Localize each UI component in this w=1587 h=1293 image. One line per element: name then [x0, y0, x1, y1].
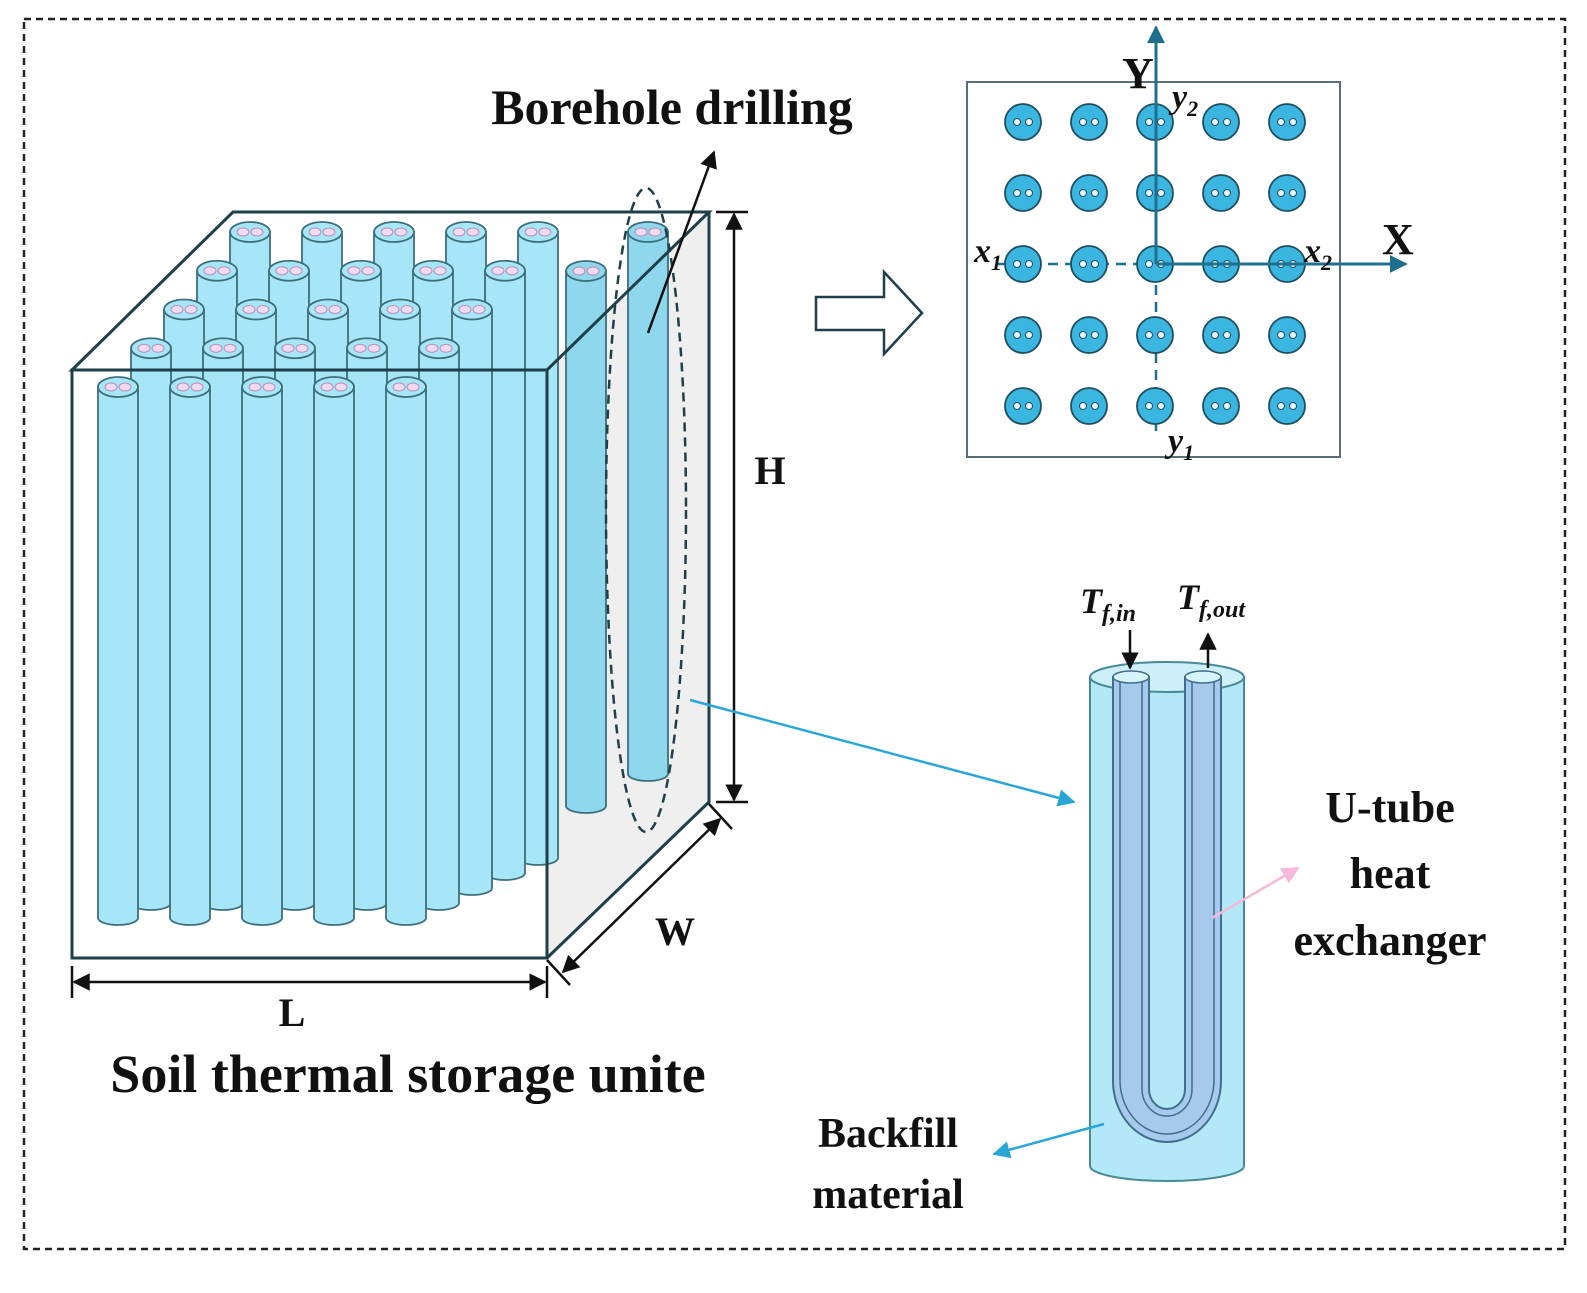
plan-borehole	[1004, 316, 1042, 354]
plan-borehole	[1268, 387, 1306, 425]
y1-label: y1	[1164, 423, 1194, 465]
backfill-pointer-arrow	[992, 1122, 1105, 1159]
borehole-pipe	[451, 298, 493, 896]
plan-borehole	[1004, 103, 1042, 141]
dimension-W: W	[546, 803, 733, 986]
plan-borehole	[1202, 387, 1240, 425]
plan-borehole	[1004, 174, 1042, 212]
x2-label: x2	[1303, 233, 1332, 275]
soil-block	[68, 186, 713, 960]
borehole-pipe	[346, 337, 388, 911]
plan-view: X Y x1 x2 y1 y2	[966, 25, 1414, 465]
plan-borehole	[1070, 316, 1108, 354]
borehole-pointer-arrow	[646, 150, 717, 334]
plan-borehole	[1070, 245, 1108, 283]
dim-H-label: H	[754, 448, 785, 493]
plan-borehole	[1070, 387, 1108, 425]
plan-borehole	[1202, 174, 1240, 212]
plan-borehole	[1004, 387, 1042, 425]
borehole-pipe	[627, 221, 669, 782]
borehole-pipe	[313, 376, 355, 926]
plan-view-arrow	[814, 268, 924, 358]
utube-inlet-opening	[1112, 670, 1150, 684]
dim-W-label: W	[655, 909, 695, 954]
outlet-temp-label: Tf,out	[1177, 577, 1246, 623]
dimension-L: L	[70, 966, 549, 1035]
utube-label-line1: U-tube	[1325, 783, 1455, 832]
utube-inner-core	[1141, 682, 1193, 1117]
borehole-drilling-label: Borehole drilling	[491, 79, 853, 135]
inlet-temp-label: Tf,in	[1080, 581, 1136, 627]
plan-borehole	[1202, 103, 1240, 141]
borehole-pipe	[565, 260, 607, 814]
borehole-pipes	[97, 221, 669, 926]
y-axis-label: Y	[1122, 49, 1154, 98]
x1-label: x1	[973, 233, 1002, 275]
plan-borehole	[1202, 316, 1240, 354]
dim-L-label: L	[279, 990, 306, 1035]
borehole-pipe	[385, 376, 427, 926]
utube-pipe	[1112, 676, 1222, 1143]
plan-borehole	[1136, 387, 1174, 425]
backfill-label-line1: Backfill	[818, 1111, 958, 1157]
highlight-ellipse	[604, 186, 688, 834]
dimension-H: H	[716, 210, 786, 804]
plan-borehole	[1268, 174, 1306, 212]
y2-label: y2	[1168, 79, 1198, 121]
outer-frame	[22, 17, 1567, 1251]
utube-pointer-arrow	[1211, 866, 1300, 920]
borehole-pipe	[169, 376, 211, 926]
plan-borehole	[1268, 316, 1306, 354]
soil-unit-caption: Soil thermal storage unite	[110, 1044, 705, 1104]
plan-borehole	[1070, 103, 1108, 141]
plan-borehole	[1070, 174, 1108, 212]
utube-detail: Tf,in Tf,out	[1080, 577, 1246, 1182]
utube-label-line3: exchanger	[1293, 916, 1486, 965]
borehole-pipe	[241, 376, 283, 926]
utube-outlet-opening	[1184, 670, 1222, 684]
plan-borehole	[1004, 245, 1042, 283]
utube-label-line2: heat	[1350, 849, 1431, 898]
zoom-connector-arrow	[689, 698, 1076, 807]
utube-inner-outline	[1119, 682, 1215, 1135]
block-front-edges	[70, 368, 549, 960]
plan-borehole	[1268, 103, 1306, 141]
borehole-pipe	[97, 376, 139, 926]
backfill-label-line2: material	[812, 1172, 964, 1218]
plan-borehole	[1136, 316, 1174, 354]
x-axis-label: X	[1382, 215, 1414, 264]
